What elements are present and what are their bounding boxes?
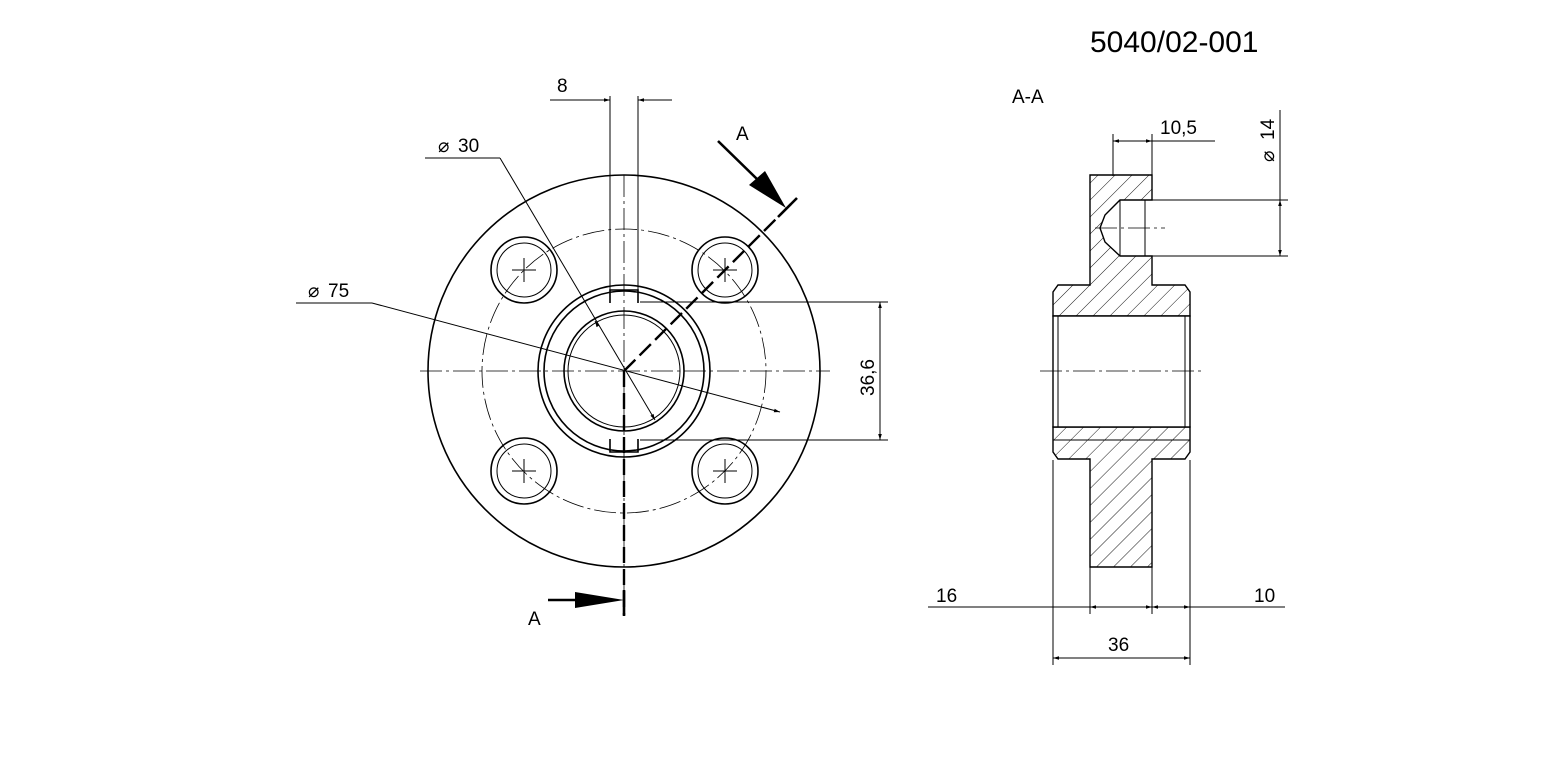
front-view: A A 8 ⌀ 30 ⌀ 75 36,6 [296,76,888,630]
section-hatch-bottom [1052,426,1191,568]
dim-hub-length: 10 [1254,586,1275,607]
hub-outer-circle [537,284,711,458]
section-bore [1052,315,1191,428]
dim-flange-thickness: 16 [936,586,957,607]
section-arrow-top [749,171,786,208]
section-arrow-bottom [575,592,624,608]
dim-bore-diameter: 30 [458,136,479,157]
dim-key-width: 8 [557,76,568,97]
flange-outline [427,174,821,568]
section-view: A-A 10,5 ⌀ 14 [928,87,1288,665]
section-hatch-top [1052,174,1191,317]
section-label-bottom: A [528,609,541,630]
section-title: A-A [1012,87,1044,108]
bolt-hole-bottom-left [490,437,558,505]
section-line-diagonal [623,199,796,372]
dim-bore-diameter-symbol: ⌀ [438,136,449,157]
dim-flange-diameter-symbol: ⌀ [308,281,319,302]
section-label-top: A [736,124,749,145]
dim-total-length: 36 [1108,635,1129,656]
section-line-end-top [777,197,798,218]
dim-counterbore-diameter-symbol: ⌀ [1258,151,1279,162]
bolt-circle [481,228,767,514]
drawing-number: 5040/02-001 [1090,26,1259,59]
dim-counterbore-depth: 10,5 [1160,118,1197,139]
bolt-hole-top-left [490,236,558,304]
bolt-hole-bottom-right [691,437,759,505]
dim-key-depth: 36,6 [858,359,879,396]
dim-flange-diameter: 75 [328,281,349,302]
dim-counterbore-diameter: 14 [1258,118,1279,140]
